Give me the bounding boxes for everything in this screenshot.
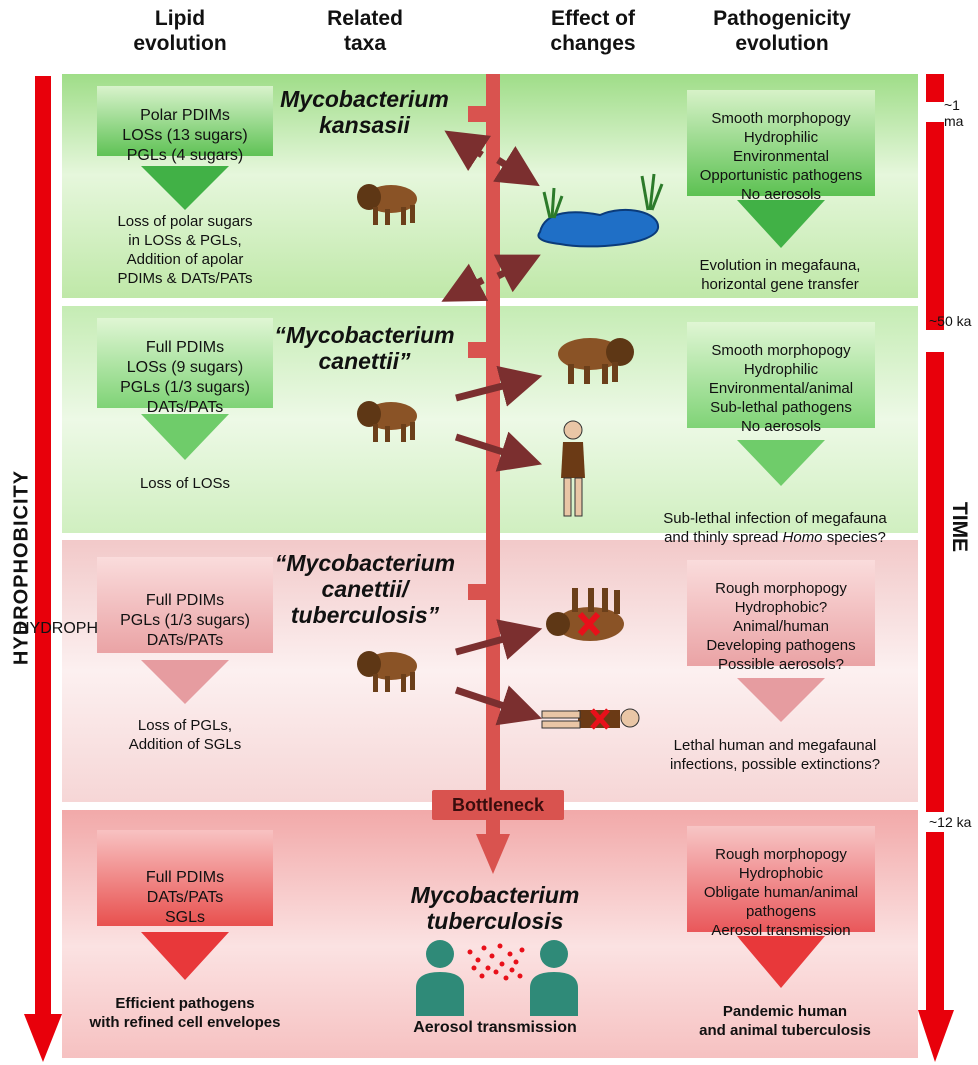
- bison-icon: [357, 401, 417, 442]
- dead-human-icon: [541, 708, 640, 730]
- human-icon: [561, 420, 585, 517]
- stage1-lipid-box: Polar PDIMs LOSs (13 sugars) PGLs (4 sug…: [97, 86, 273, 164]
- stage3-pathogenicity-box: Rough morphopogy Hydrophobic? Animal/hum…: [687, 560, 875, 673]
- stage3-lipid-box: Full PDIMs PGLs (1/3 sugars) DATs/PATs: [97, 557, 273, 653]
- header-lipid-evolution: Lipid evolution: [133, 7, 227, 55]
- stage2-pathogenicity-box: Smooth morphopogy Hydrophilic Environmen…: [687, 322, 875, 435]
- bison-icon: [357, 651, 417, 692]
- stage4-lipid-arrow: [141, 932, 229, 980]
- stage4-outcome: Pandemic human and animal tuberculosis: [699, 1003, 871, 1039]
- stage2-lipid-box: Full PDIMs LOSs (9 sugars) PGLs (1/3 sug…: [97, 318, 273, 416]
- stage2-lipid-arrow: [141, 414, 229, 460]
- stage4-lipid-box: Full PDIMs DATs/PATs SGLs: [97, 830, 273, 926]
- stage4-taxon: Mycobacterium tuberculosis: [410, 882, 580, 934]
- time-mark-50ka: ~50 ka: [929, 313, 972, 329]
- stage3-taxon: “Mycobacterium canettii/ tuberculosis”: [274, 550, 456, 628]
- header-pathogenicity-evolution: Pathogenicity evolution: [713, 7, 851, 55]
- stage1-lipid-change: Loss of polar sugars in LOSs & PGLs, Add…: [117, 213, 253, 287]
- stage3-pathogenicity-arrow: [737, 678, 825, 722]
- stage1-outcome: Evolution in megafauna, horizontal gene …: [699, 257, 861, 293]
- header-effect-of-changes: Effect of changes: [550, 7, 636, 55]
- stage4-lipid-change: Efficient pathogens with refined cell en…: [89, 995, 281, 1031]
- stage2-lipid-change: Loss of LOSs: [139, 475, 231, 492]
- stage3-lipid-arrow: [141, 660, 229, 704]
- stage1-taxon: Mycobacterium kansasii: [280, 86, 449, 138]
- dead-bison-icon: [546, 588, 624, 641]
- time-mark-12ka: ~12 ka: [929, 814, 972, 830]
- stage2-pathogenicity-arrow: [737, 440, 825, 486]
- stage1-pathogenicity-arrow: [737, 200, 825, 248]
- pond-icon: [537, 173, 664, 248]
- bottleneck-label: Bottleneck: [432, 790, 564, 820]
- stage4-effect: Aerosol transmission: [413, 1019, 577, 1036]
- stage3-outcome: Lethal human and megafaunal infections, …: [669, 737, 881, 773]
- time-arrow: [918, 74, 954, 1062]
- stage1-lipid-arrow: [141, 166, 229, 210]
- stage4-pathogenicity-arrow: [737, 936, 825, 988]
- stage4-pathogenicity-box: Rough morphopogy Hydrophobic Obligate hu…: [687, 826, 875, 939]
- bison-icon: [357, 184, 417, 225]
- stage2-taxon: “Mycobacterium canettii”: [274, 322, 455, 374]
- bison-icon: [558, 338, 634, 384]
- header-related-taxa: Related taxa: [327, 7, 403, 55]
- aerosol-transmission-icon: [416, 940, 578, 1016]
- stage1-pathogenicity-box: Smooth morphopogy Hydrophilic Environmen…: [687, 90, 875, 203]
- hydrophobicity-arrow: [24, 76, 62, 1062]
- time-mark-1ma: ~1 ma: [944, 97, 964, 129]
- stage3-lipid-change: Loss of PGLs, Addition of SGLs: [128, 717, 242, 753]
